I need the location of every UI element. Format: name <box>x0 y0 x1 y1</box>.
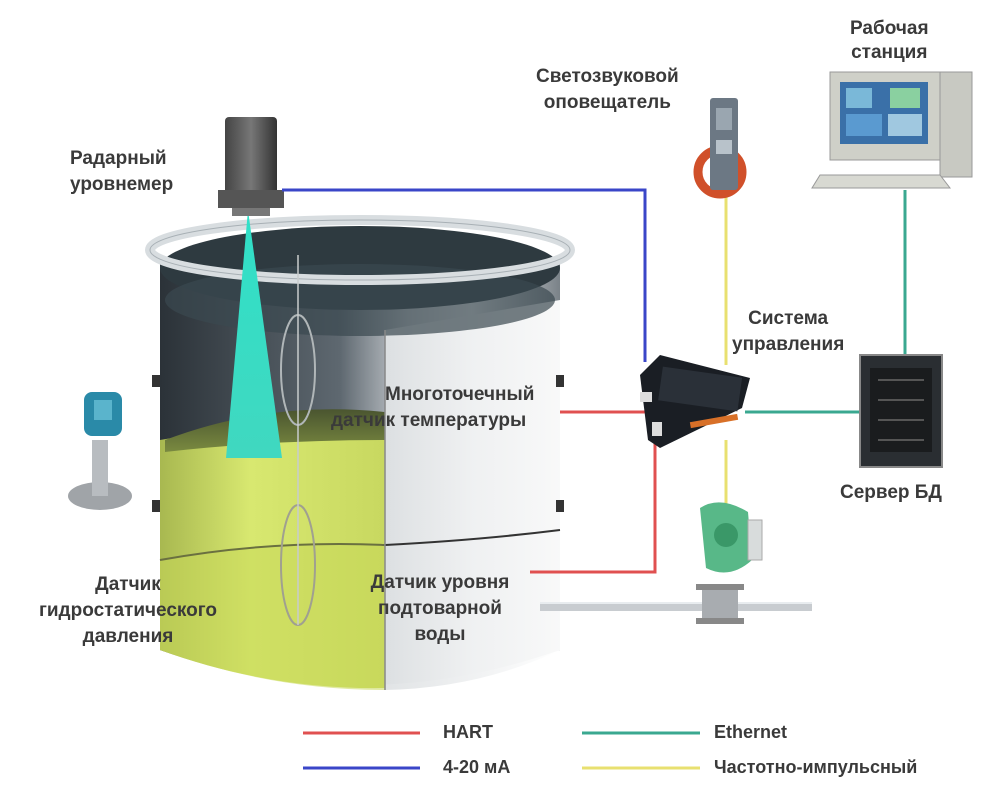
label-control-line1: Система <box>748 308 829 329</box>
cable-radar-4-20 <box>282 188 647 362</box>
label-water-line1: Датчик уровня <box>370 572 510 593</box>
label-hydro-line1: Датчик <box>95 574 161 595</box>
label-water-line3: воды <box>414 624 466 645</box>
label-water-line2: подтоварной <box>378 598 502 619</box>
alarm-device <box>693 98 747 199</box>
workstation-computer <box>811 71 973 189</box>
label-multipoint-line1: Многоточечный <box>385 384 535 405</box>
tank-cutaway <box>385 300 560 690</box>
label-radar: Радарный уровнемер <box>70 148 173 196</box>
control-system-device <box>640 355 750 448</box>
db-server-device <box>859 354 943 468</box>
label-workstation: Рабочая станция <box>850 18 929 64</box>
label-control-line2: управления <box>732 334 845 355</box>
cables <box>282 188 907 574</box>
legend-label-hart: HART <box>443 722 493 742</box>
radar-beam <box>226 210 282 458</box>
label-control-system: Система управления <box>732 308 844 356</box>
label-water-level: Датчик уровня подтоварной воды <box>340 572 540 646</box>
flow-meter-device <box>696 502 763 624</box>
bottom-water <box>160 544 385 690</box>
label-alarm-line1: Светозвуковой <box>536 66 679 87</box>
legend <box>303 731 700 770</box>
legend-label-4-20: 4-20 мА <box>443 757 511 777</box>
label-multipoint-temp: Многоточечный датчик температуры <box>331 384 535 432</box>
pipeline <box>540 602 812 611</box>
label-radar-line2: уровнемер <box>70 174 174 195</box>
legend-label-pulse: Частотно-импульсный <box>714 757 918 777</box>
label-workstation-line2: станция <box>851 42 928 63</box>
label-hydrostatic: Датчик гидростатического давления <box>8 574 248 648</box>
hydrostatic-sensor-device <box>68 392 132 510</box>
label-workstation-line1: Рабочая <box>850 18 929 39</box>
legend-label-ethernet: Ethernet <box>714 722 788 742</box>
label-db-server: Сервер БД <box>840 482 942 503</box>
radar-gauge-device <box>218 117 284 216</box>
label-radar-line1: Радарный <box>70 148 167 169</box>
cable-water-hart <box>530 440 657 574</box>
label-alarm-line2: оповещатель <box>543 92 671 113</box>
label-hydro-line2: гидростатического <box>38 600 218 621</box>
label-hydro-line3: давления <box>82 626 174 647</box>
label-alarm: Светозвуковой оповещатель <box>536 66 679 114</box>
label-multipoint-line2: датчик температуры <box>331 410 527 431</box>
